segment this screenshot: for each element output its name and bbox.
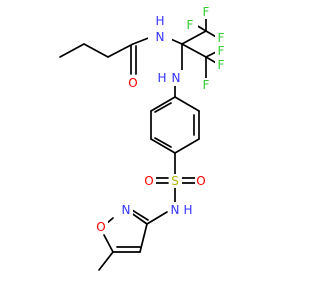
bond [154,102,172,113]
bond [181,43,207,58]
fluorine-atom-label: F [203,78,210,92]
oxygen-atom-label: O [96,220,105,234]
oxygen-atom-label: O [128,76,137,90]
fluorine-atom-label: F [218,31,225,45]
bond [139,223,148,253]
sulfur-atom-label: S [171,174,179,188]
bond [150,138,176,154]
bond [107,43,134,58]
bond [174,96,200,112]
bond [131,209,149,221]
hydrogen-atom-label: H [183,203,192,217]
bond-layer [59,17,219,271]
bond [181,30,207,45]
nitrogen-atom-label: N [172,71,181,85]
bond [146,211,168,225]
oxygen-atom-label: O [144,174,153,188]
fluorine-atom-label: F [218,44,225,58]
bond [150,96,176,112]
hydrogen-atom-label: H [155,14,164,28]
nitrogen-atom-label: N [171,203,180,217]
fluorine-atom-label: F [203,5,210,19]
bond [83,43,109,58]
bond [103,234,114,253]
bond [98,251,114,271]
fluorine-atom-label: F [218,58,225,72]
nitrogen-atom-label: N [122,203,131,217]
fluorine-atom-label: F [187,18,194,32]
molecule-structure-diagram: F F F F F F H N O N H S O O N H [59,5,228,271]
hydrogen-atom-label: H [157,71,166,85]
bond [59,43,85,58]
bond [154,137,172,148]
oxygen-atom-label: O [196,174,205,188]
bond [174,138,200,154]
atom-label-layer: F F F F F F H N O N H S O O N H [95,5,228,234]
nitrogen-atom-label: N [156,30,165,44]
